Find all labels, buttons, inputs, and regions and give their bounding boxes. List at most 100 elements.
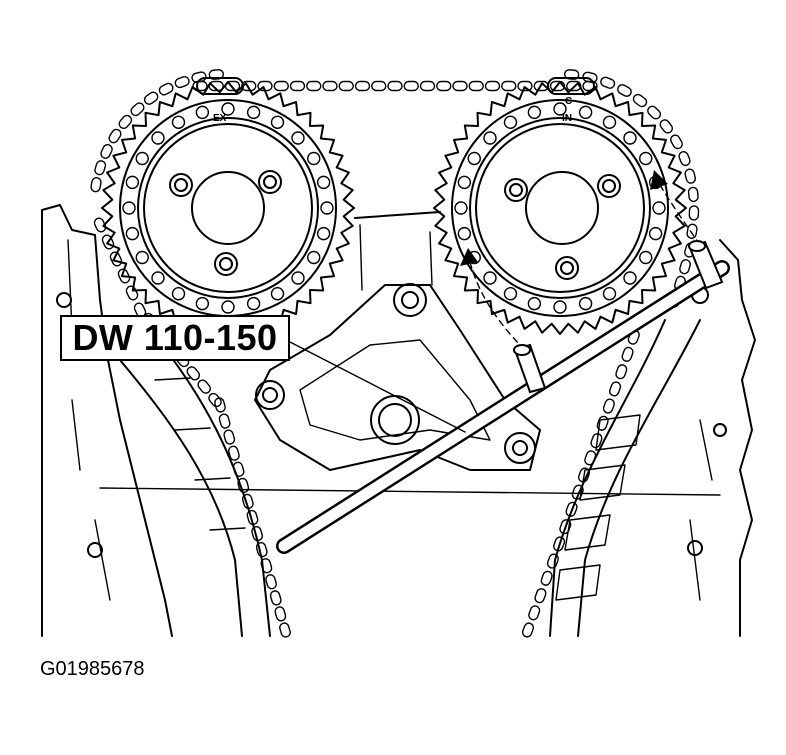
chain-link [109, 251, 123, 267]
sprocket-roller [171, 287, 186, 301]
sprocket-roller [246, 296, 261, 311]
chain-link [208, 392, 222, 408]
sprocket-roller [195, 105, 210, 120]
sprocket-roller [270, 115, 285, 129]
sprocket-roller [151, 131, 165, 145]
chain-link [279, 622, 291, 638]
sprocket-roller [578, 105, 593, 120]
chain-link [584, 450, 597, 466]
chain-link [255, 541, 268, 558]
chain-link [678, 151, 691, 167]
chain-link [117, 268, 131, 284]
tool-pin-left [513, 343, 547, 394]
chain-link [143, 91, 159, 105]
tool-label: DW 110-150 [60, 315, 290, 361]
sprocket-roller [527, 105, 542, 120]
sprocket-roller [195, 296, 210, 311]
chain-link [559, 519, 572, 535]
chain-link [269, 590, 282, 606]
chain-link [354, 80, 371, 92]
chain-link [228, 445, 240, 461]
sprocket-roller [135, 250, 149, 265]
sprocket-roller [307, 250, 321, 265]
chain-link [191, 71, 207, 83]
sprocket-roller [648, 226, 663, 241]
sprocket-roller [553, 300, 567, 314]
sprocket-roller [578, 296, 593, 311]
chain-link [174, 76, 190, 89]
chain-link [251, 526, 264, 542]
label-leader-line [289, 341, 466, 433]
chain-link [602, 398, 615, 414]
chain-link [647, 105, 662, 120]
sprocket-roller [639, 250, 653, 265]
sprocket-roller [483, 271, 497, 285]
chain-link [419, 80, 436, 92]
chain-link [565, 501, 578, 517]
chain-link [108, 128, 122, 144]
chain-link [436, 80, 452, 92]
chain-link [688, 205, 700, 221]
chain-link [218, 413, 231, 429]
chain-link [387, 80, 403, 92]
chain-link [274, 606, 287, 622]
chain-link [534, 588, 547, 604]
sprocket-roller [151, 271, 165, 285]
timing-mark: C [565, 96, 572, 107]
chain-link [452, 80, 468, 92]
chain-link [577, 467, 591, 483]
chain-link [237, 477, 250, 494]
chain-link [100, 143, 113, 159]
sprocket-roller [291, 271, 305, 285]
chain-link [590, 433, 603, 449]
sprocket-roller [623, 271, 637, 285]
chain-link [90, 177, 102, 193]
rotation-arrow-left-icon [460, 248, 478, 266]
sprocket-roller [457, 175, 472, 190]
sprocket-roller [602, 115, 617, 129]
chain-link [130, 102, 145, 117]
chain-link [600, 76, 616, 89]
chain-link [687, 186, 699, 203]
chain-link [468, 80, 484, 92]
chain-link [158, 82, 174, 96]
sprocket-roller [483, 131, 497, 145]
chain-link [289, 80, 306, 92]
sprocket-roller [221, 300, 235, 314]
chain-link [528, 605, 541, 621]
chain-link [125, 285, 139, 301]
chain-link [306, 80, 322, 92]
sprocket-roller [454, 201, 468, 215]
chain-link [93, 217, 107, 233]
sprocket-roller [125, 175, 140, 190]
sprocket-roller [457, 226, 472, 241]
chain-link [571, 484, 584, 500]
figure-id: G01985678 [40, 658, 145, 680]
sprocket-teeth [433, 81, 687, 335]
sprocket-roller [623, 131, 637, 145]
sprocket-roller [135, 151, 149, 166]
engine-timing-diagram: EX IN C [41, 69, 756, 638]
chain-link [484, 80, 501, 92]
chain-link [521, 622, 535, 638]
chain-link [246, 509, 259, 526]
sprocket-roller [291, 131, 305, 145]
sprocket-roller [652, 201, 666, 215]
sprocket-roller [503, 115, 518, 129]
chain-link [94, 160, 107, 176]
chain-link [101, 234, 115, 250]
sprocket-teeth [101, 81, 355, 335]
chain-link [517, 80, 533, 92]
chain-link [670, 134, 683, 150]
chain-link [186, 366, 201, 381]
special-tool-bar [276, 240, 730, 554]
chain-link [686, 223, 698, 239]
sprocket-roller [122, 201, 136, 215]
rotation-arrow-right-icon [650, 170, 668, 190]
chain-link [609, 381, 622, 397]
intake-mark: IN [562, 113, 572, 124]
chain-link [338, 80, 354, 92]
chain-link [553, 536, 566, 552]
sprocket-roller [125, 226, 140, 241]
sprocket-roller [602, 287, 617, 301]
